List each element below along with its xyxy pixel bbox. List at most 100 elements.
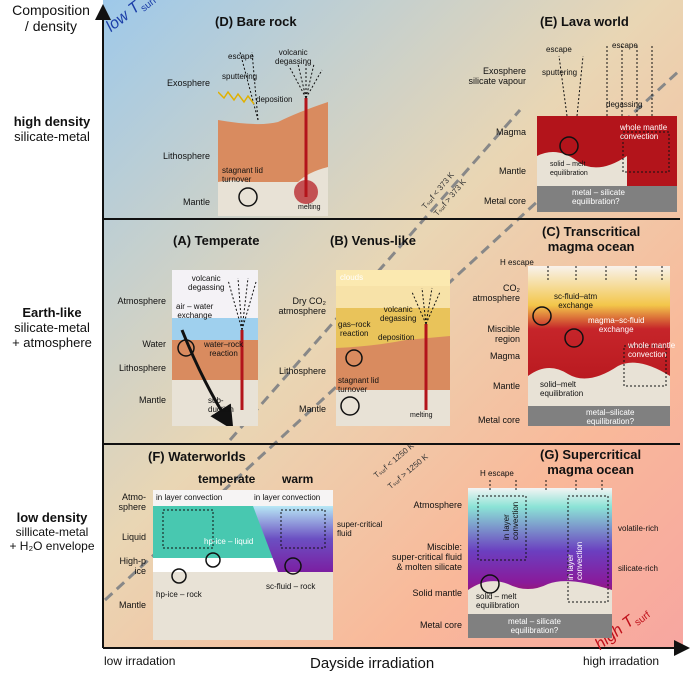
panel-g-layer-core: Metal core xyxy=(419,620,462,630)
panel-g-label-convection-2: in layer convection xyxy=(566,541,584,580)
y-axis-label: Composition / density xyxy=(12,2,90,34)
panel-e-label-metal-silicate: metal – silicate equilibration? xyxy=(572,188,625,206)
panel-g-label-h-escape: H escape xyxy=(480,469,514,478)
panel-d-label-volcanic: volcanic degassing xyxy=(275,48,312,66)
panel-g-right-silicate: silicate-rich xyxy=(618,564,659,573)
panel-b-graphic xyxy=(336,270,450,426)
panel-c-label-scfluid-atm: sc-fluid–atm exchange xyxy=(554,292,598,310)
panel-e-label-convection: whole mantle convection xyxy=(620,123,668,141)
panel-d-layer-exosphere: Exosphere xyxy=(166,78,210,88)
panel-g-layer-atmosphere: Atmosphere xyxy=(413,500,462,510)
row-divider-1 xyxy=(103,218,680,220)
high-irradiation-label: high irradation xyxy=(583,654,660,668)
panel-c-layer-magma: Magma xyxy=(489,351,520,361)
panel-d-title: (D) Bare rock xyxy=(215,14,297,29)
row-divider-2 xyxy=(103,443,680,445)
panel-f-sub-temperate: temperate xyxy=(198,472,256,486)
panel-b-label-stagnant: stagnant lid turnover xyxy=(338,376,379,394)
panel-f-layer-ice: High-p ice xyxy=(119,556,146,576)
panel-c-label-convection: whole mantle convection xyxy=(628,341,676,359)
panel-e-graphic xyxy=(537,46,677,212)
panel-d-layer-mantle: Mantle xyxy=(182,197,210,207)
panel-a-layer-mantle: Mantle xyxy=(138,395,166,405)
panel-e-label-sputtering: sputtering xyxy=(542,68,578,77)
boundary-line-upper xyxy=(228,109,522,441)
panel-c-title: (C) Transcritical magma ocean xyxy=(542,224,641,254)
panel-g-label-solid-melt: solid – melt equilibration xyxy=(476,592,520,610)
panel-b-label-melting: melting xyxy=(410,412,433,419)
panel-e-layer-magma: Magma xyxy=(495,127,526,137)
panel-e-layer-mantle: Mantle xyxy=(498,166,526,176)
row-earth-like-subtitle: silicate-metal + atmosphere xyxy=(12,320,92,350)
panel-g-label-metal-silicate: metal – silicate equilibration? xyxy=(508,617,561,635)
row-high-density-title: high density xyxy=(13,114,91,129)
panel-f-title: (F) Waterworlds xyxy=(148,449,246,464)
panel-c-label-h-escape: H escape xyxy=(500,258,534,267)
panel-g-layer-solid-mantle: Solid mantle xyxy=(412,588,462,598)
panel-f-graphic xyxy=(153,490,333,640)
panel-e-label-escape-1: escape xyxy=(546,45,572,54)
panel-c-layer-mantle: Mantle xyxy=(492,381,520,391)
panel-a-label-air-water: air – water exchange xyxy=(176,302,214,320)
panel-f-layer-supercritical: super-critical fluid xyxy=(337,520,383,538)
panel-b-label-gas-rock: gas–rock reaction xyxy=(338,320,371,338)
panel-d-label-sputtering: sputtering xyxy=(222,72,258,81)
panel-e-layer-core: Metal core xyxy=(483,196,526,206)
panel-d-layer-lithosphere: Lithosphere xyxy=(162,151,210,161)
panel-f-label-hpice-rock: hp-ice – rock xyxy=(156,590,202,599)
row-high-density-subtitle: silicate-metal xyxy=(14,129,90,144)
panel-f-label-convection-1: in layer convection xyxy=(156,493,223,502)
panel-d-label-stagnant: stagnant lid turnover xyxy=(222,166,263,184)
panel-b-layer-atmosphere: Dry CO₂ atmosphere xyxy=(278,296,326,316)
panel-f-layer-atmosphere: Atmo- sphere xyxy=(118,492,146,512)
panel-e-label-solid-melt: solid – melt equilibration xyxy=(550,161,588,177)
panel-g-layer-miscible: Miscible: super-critical fluid & molten … xyxy=(391,542,462,572)
row-earth-like: Earth-like silicate-metal + atmosphere xyxy=(2,305,102,350)
row-high-density: high density silicate-metal xyxy=(2,114,102,144)
row-earth-like-title: Earth-like xyxy=(22,305,82,320)
panel-c-label-solid-melt: solid–melt equilibration xyxy=(540,380,584,398)
row-low-density-subtitle: sillicate-metal + H₂O envelope xyxy=(9,525,95,553)
panel-c-layer-atmosphere: CO₂ atmosphere xyxy=(472,283,520,303)
panel-d-graphic xyxy=(218,51,328,216)
panel-d-label-escape: escape xyxy=(228,52,254,61)
panel-a-layer-lithosphere: Lithosphere xyxy=(118,363,166,373)
panel-f-layer-liquid: Liquid xyxy=(121,532,146,542)
x-axis-label: Dayside irradiation xyxy=(310,655,435,672)
panel-b-label-volcanic: volcanic degassing xyxy=(380,305,417,323)
panel-f-sub-warm: warm xyxy=(282,472,314,486)
panel-f-label-hpice-liquid: hp-ice – liquid xyxy=(204,537,254,546)
panel-e-layer-exosphere: Exosphere silicate vapour xyxy=(468,66,526,86)
panel-g-title: (G) Supercritical magma ocean xyxy=(540,447,642,477)
panel-b-layer-lithosphere: Lithosphere xyxy=(278,366,326,376)
panel-e-title: (E) Lava world xyxy=(540,14,629,29)
panel-e-label-degassing: degassing xyxy=(606,100,643,109)
panel-f-label-scfluid-rock: sc-fluid – rock xyxy=(266,582,316,591)
panel-c-layer-core: Metal core xyxy=(477,415,520,425)
panel-d-label-deposition: deposition xyxy=(256,95,293,104)
panel-b-title: (B) Venus-like xyxy=(330,233,416,248)
panel-a-label-volcanic: volcanic degassing xyxy=(188,274,225,292)
panel-g-right-volatile: volatile-rich xyxy=(618,524,659,533)
panel-a-layer-water: Water xyxy=(142,339,166,349)
low-irradiation-label: low irradation xyxy=(104,654,176,668)
panel-a-title: (A) Temperate xyxy=(173,233,260,248)
panel-b-label-deposition: deposition xyxy=(378,333,415,342)
panel-a-label-water-rock: water–rock reaction xyxy=(204,340,244,358)
panel-f-layer-mantle: Mantle xyxy=(118,600,146,610)
row-low-density: low density sillicate-metal + H₂O envelo… xyxy=(2,510,102,553)
panel-a-graphic xyxy=(172,270,258,426)
panel-g-label-convection-1: in layer convection xyxy=(502,501,520,540)
row-low-density-title: low density xyxy=(16,510,88,525)
panel-c-graphic xyxy=(528,266,670,426)
panel-b-label-clouds: clouds xyxy=(340,273,364,282)
panel-g-graphic xyxy=(468,478,612,638)
panel-d-label-melting: melting xyxy=(298,204,321,211)
panel-e-label-escape-2: escape xyxy=(612,41,638,50)
panel-c-layer-miscible: Miscible region xyxy=(487,324,520,344)
panel-f-label-convection-2: in layer convection xyxy=(254,493,321,502)
panel-c-label-metal-silicate: metal–silicate equilibration? xyxy=(586,408,635,426)
panel-a-layer-atmosphere: Atmosphere xyxy=(117,296,166,306)
panel-b-layer-mantle: Mantle xyxy=(298,404,326,414)
panel-c-label-magma-scfluid: magma–sc-fluid exchange xyxy=(588,316,645,334)
